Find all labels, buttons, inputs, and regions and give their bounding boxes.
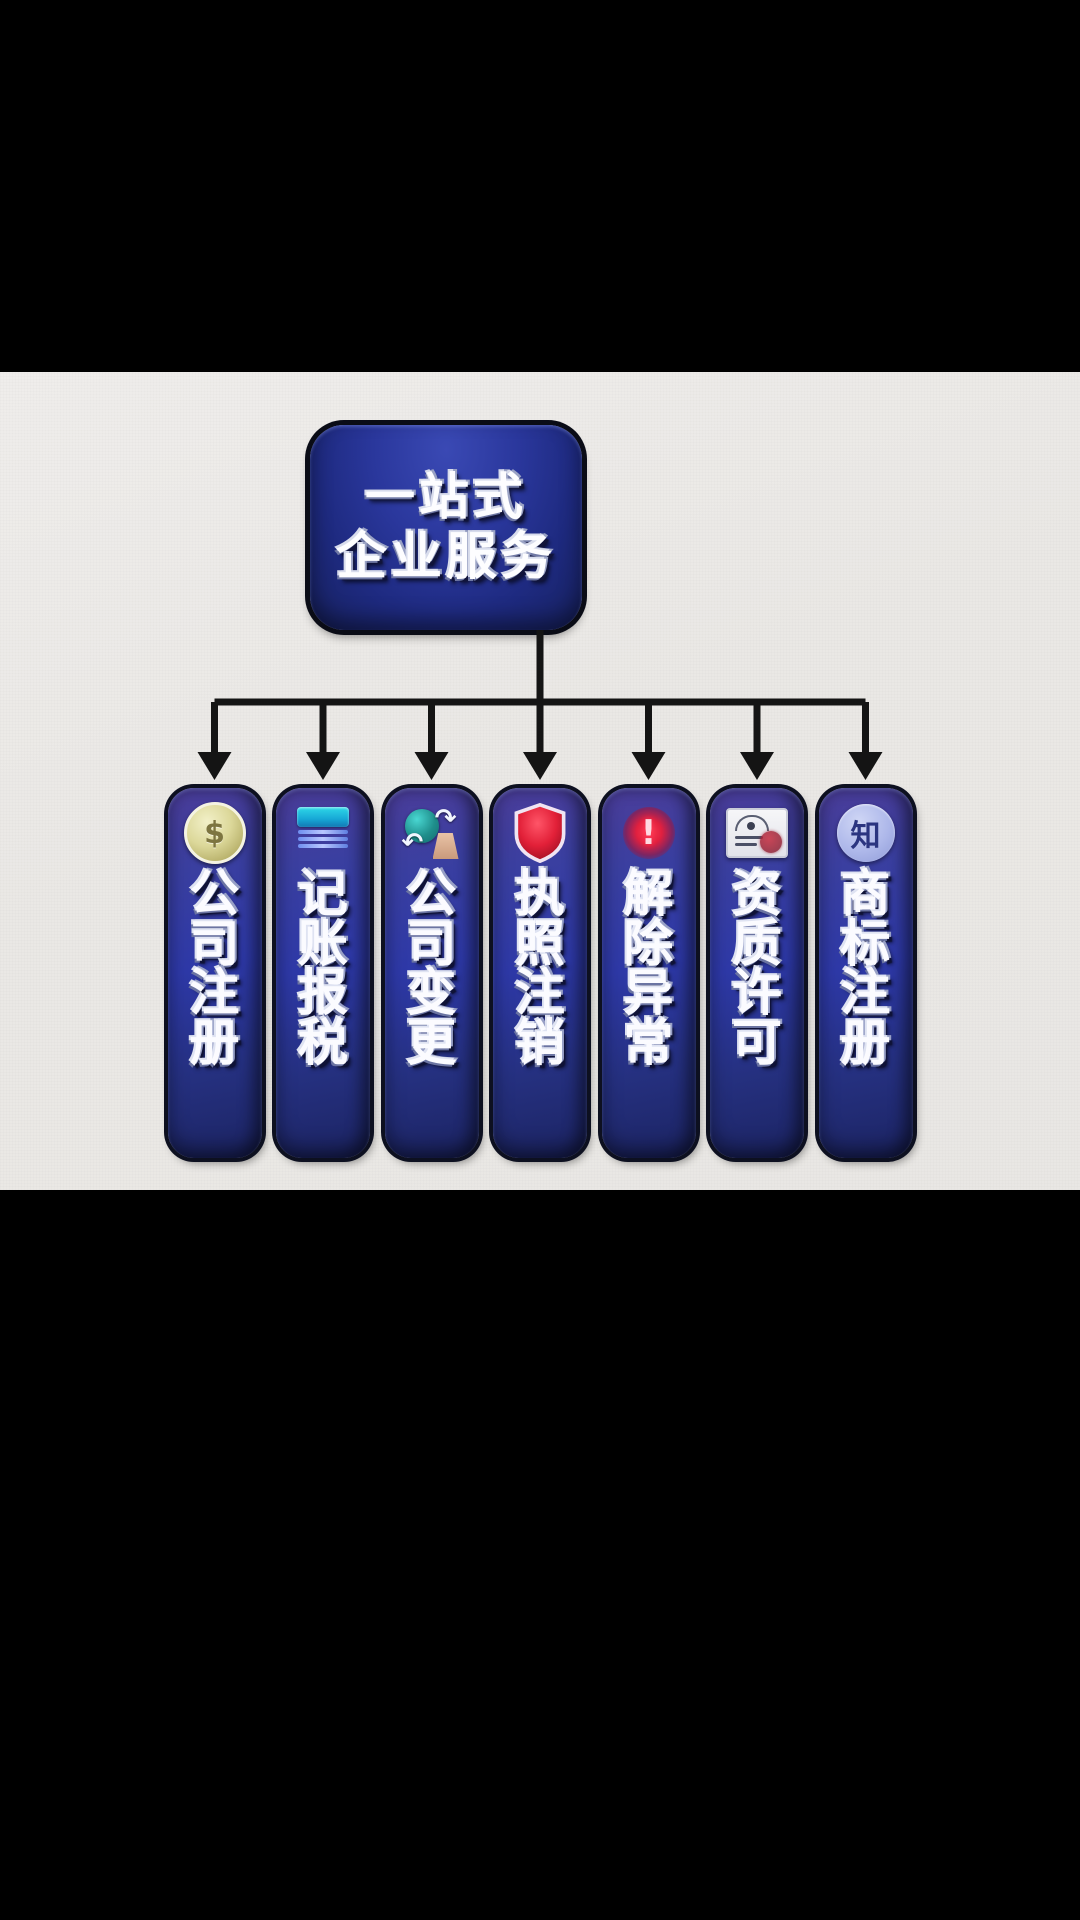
service-pill-company-change[interactable]: ↷↶公司变更 [384,788,479,1158]
connector-arrowhead-5 [740,752,774,780]
service-pill-label-bookkeeping-tax: 记账报税 [298,865,348,1158]
service-label-char: 除 [623,914,674,973]
service-label-char: 执 [515,865,565,923]
service-label-char: 司 [406,914,457,973]
letterbox-top [0,0,1080,372]
ledger-rule-line [298,830,348,834]
service-label-char: 质 [732,914,782,973]
arrow-clockwise-icon: ↷ [434,803,457,833]
service-label-char: 册 [840,1013,891,1072]
service-pill-qualification-permit[interactable]: 资质许可 [710,788,804,1158]
service-label-char: 照 [515,914,565,973]
certificate-text-line [735,836,763,839]
certificate-red-stamp [760,831,782,853]
ledger-cover [297,807,349,827]
service-pill-label-company-change: 公司变更 [406,865,457,1158]
service-pill-row: $公司注册记账报税↷↶公司变更执照注销!解除异常资质许可知商标注册 [0,788,1080,1160]
certificate-icon [726,802,788,864]
arrow-counter-icon: ↶ [401,827,424,857]
certificate-text-line [735,843,757,846]
service-pill-label-license-cancellation: 执照注销 [515,865,565,1158]
service-label-char: 税 [298,1013,348,1072]
service-label-char: 更 [406,1013,457,1072]
service-label-char: 记 [298,865,348,923]
gold-coin-icon: $ [183,802,246,864]
connector-arrowhead-4 [631,752,666,780]
ledger-rule-line [298,844,348,848]
service-pill-label-abnormality-removal: 解除异常 [623,865,674,1158]
service-pill-company-registration[interactable]: $公司注册 [167,788,262,1158]
service-label-char: 许 [732,964,782,1022]
ledger-book-icon [292,802,354,864]
coin-symbol: $ [183,802,246,864]
connector-arrowhead-3 [523,752,557,780]
service-label-char: 销 [515,1013,565,1072]
ledger-glyph [294,807,352,859]
certificate-card [726,808,788,858]
red-exclamation-icon: ! [618,802,680,864]
service-pill-label-trademark-registration: 商标注册 [840,865,891,1158]
service-label-char: 解 [623,865,674,923]
service-label-char: 注 [840,964,891,1022]
service-label-char: 可 [732,1013,782,1072]
service-label-char: 注 [189,964,240,1022]
service-pill-license-cancellation[interactable]: 执照注销 [493,788,587,1158]
connector-arrowhead-0 [197,752,232,780]
service-label-char: 公 [406,865,457,923]
service-label-char: 异 [623,964,674,1022]
red-shield-icon [509,802,571,864]
service-label-char: 商 [840,865,891,923]
zhi-badge-icon: 知 [835,802,897,864]
diagram-canvas: 一站式 企业服务 $公司注册记账报税↷↶公司变更执照注销!解除异常资质许可知商标… [0,372,1080,1190]
connector-arrowhead-2 [414,752,449,780]
service-label-char: 册 [189,1013,240,1072]
service-label-char: 司 [189,914,240,973]
root-node-line-2: 企业服务 [335,527,556,587]
root-node-line-1: 一站式 [365,467,527,526]
service-pill-label-qualification-permit: 资质许可 [732,865,782,1158]
service-pill-trademark-registration[interactable]: 知商标注册 [818,788,913,1158]
exclamation-mark: ! [640,813,657,853]
service-label-char: 账 [298,914,348,973]
certificate-seal-dot [747,822,755,830]
service-pill-bookkeeping-tax[interactable]: 记账报税 [276,788,370,1158]
shield-shape [514,803,566,863]
exchange-glyph: ↷↶ [401,803,461,859]
service-label-char: 资 [732,865,782,923]
letterbox-bottom [0,1190,1080,1920]
exchange-globe-icon: ↷↶ [401,802,463,864]
service-pill-abnormality-removal[interactable]: ! 解除异常 [601,788,696,1158]
exclamation-glow: ! [622,807,675,859]
service-pill-label-company-registration: 公司注册 [189,865,240,1158]
connector-arrowhead-6 [848,752,883,780]
service-label-char: 公 [189,865,240,923]
root-node-one-stop-enterprise-service[interactable]: 一站式 企业服务 [310,425,582,630]
zhi-badge-symbol: 知 [836,804,895,862]
globe-shape [404,809,439,843]
service-label-char: 变 [406,964,457,1022]
service-label-char: 常 [623,1013,674,1072]
service-label-char: 标 [840,914,891,973]
service-label-char: 注 [515,964,565,1022]
connector-arrowhead-1 [306,752,340,780]
ledger-rule-line [298,837,348,841]
service-label-char: 报 [298,964,348,1022]
building-shape [432,833,459,859]
